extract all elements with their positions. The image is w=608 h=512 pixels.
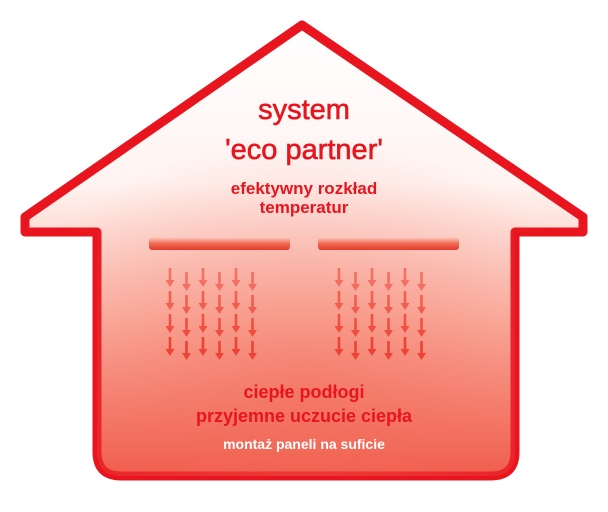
heat-arrow-icon [231, 337, 241, 356]
title-line1: system [258, 94, 350, 126]
heat-arrow-icon [248, 272, 257, 291]
heat-arrow-icon [400, 268, 410, 287]
heat-arrows-right [334, 268, 426, 360]
heat-arrows-left [165, 268, 257, 360]
title-line2: 'eco partner' [225, 134, 383, 166]
heat-arrow-icon [248, 341, 257, 360]
heat-arrow-icon [334, 268, 344, 287]
heat-arrow-icon [384, 295, 393, 314]
heat-arrow-icon [384, 341, 393, 360]
heat-arrow-icon [182, 341, 191, 360]
heat-arrow-icon [351, 341, 360, 360]
heat-arrow-icon [351, 272, 360, 291]
heat-arrow-icon [215, 295, 224, 314]
heat-arrow-icon [417, 318, 426, 337]
heat-arrow-icon [417, 272, 426, 291]
heat-arrow-icon [231, 291, 241, 310]
heat-arrow-icon [198, 268, 208, 287]
heat-arrow-icon [198, 337, 208, 356]
heat-panel-right [318, 237, 459, 250]
heat-arrow-icon [165, 268, 175, 287]
heat-arrow-icon [417, 295, 426, 314]
subtitle-line2: temperatur [259, 198, 349, 217]
heat-arrow-icon [400, 314, 410, 333]
heat-arrow-icon [231, 314, 241, 333]
bottom-line3: montaż paneli na suficie [223, 436, 385, 452]
heat-arrow-icon [215, 272, 224, 291]
heat-arrow-icon [334, 291, 344, 310]
heat-arrow-icon [215, 341, 224, 360]
heat-arrow-icon [334, 337, 344, 356]
heat-arrow-icon [367, 291, 377, 310]
heat-arrow-icon [400, 337, 410, 356]
heat-arrow-icon [367, 337, 377, 356]
heat-arrow-icon [384, 318, 393, 337]
heat-arrow-icon [417, 341, 426, 360]
heat-arrow-icon [182, 318, 191, 337]
heat-arrow-icon [165, 291, 175, 310]
heat-arrow-icon [198, 314, 208, 333]
heat-panel-left [149, 237, 290, 250]
heat-arrow-icon [231, 268, 241, 287]
house-glow [25, 25, 583, 476]
heat-arrow-icon [182, 295, 191, 314]
heat-arrow-icon [334, 314, 344, 333]
heat-arrow-icon [165, 314, 175, 333]
heat-arrow-icon [248, 295, 257, 314]
heat-arrow-icon [400, 291, 410, 310]
heat-arrow-icon [351, 318, 360, 337]
heat-arrow-icon [384, 272, 393, 291]
heat-arrow-icon [248, 318, 257, 337]
heat-arrow-icon [367, 268, 377, 287]
subtitle-line1: efektywny rozkład [230, 179, 378, 198]
heat-arrow-icon [367, 314, 377, 333]
bottom-line1: ciepłe podłogi [243, 382, 365, 402]
heat-arrow-icon [198, 291, 208, 310]
heat-arrow-icon [182, 272, 191, 291]
heat-arrow-icon [165, 337, 175, 356]
heat-arrow-icon [351, 295, 360, 314]
bottom-line2: przyjemne uczucie ciepła [195, 406, 413, 426]
heat-arrow-icon [215, 318, 224, 337]
